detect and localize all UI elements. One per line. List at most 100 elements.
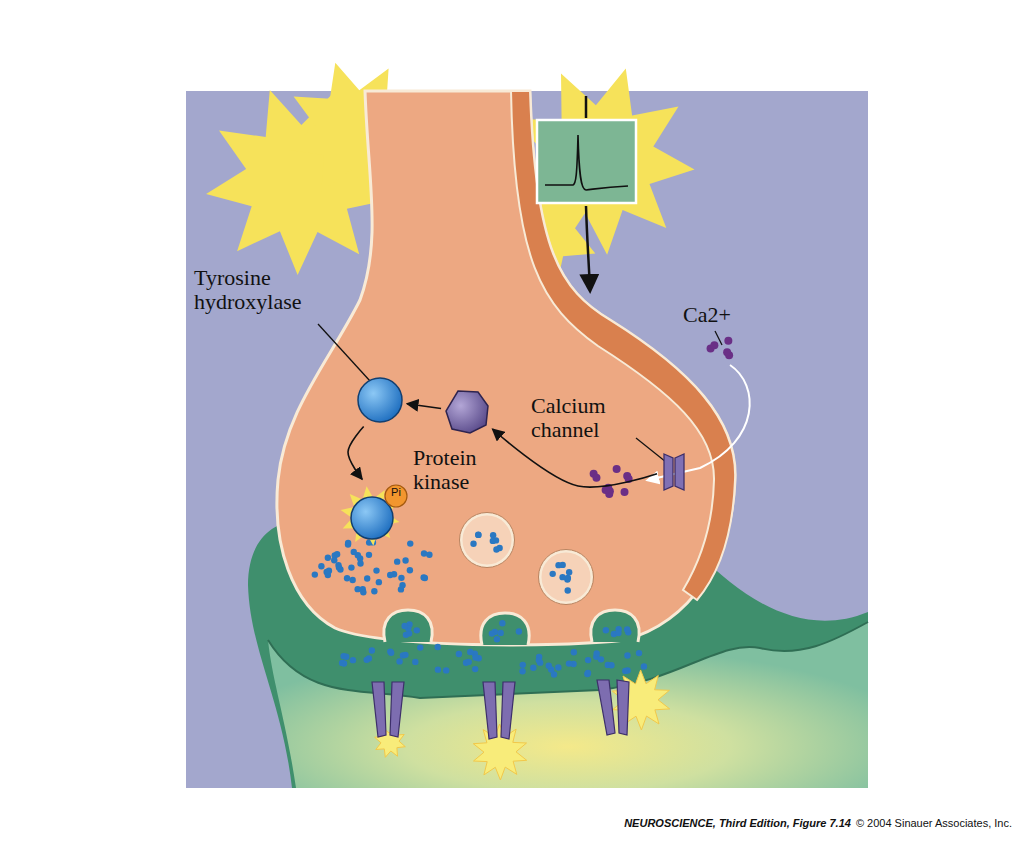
synaptic-vesicles bbox=[461, 514, 592, 603]
molecule-dot bbox=[585, 657, 591, 663]
molecule-dot bbox=[710, 341, 718, 349]
action-potential-inset bbox=[537, 120, 636, 203]
molecule-dot bbox=[344, 575, 350, 581]
molecule-dot bbox=[465, 659, 471, 665]
molecule-dot bbox=[417, 644, 423, 650]
molecule-dot bbox=[339, 660, 345, 666]
molecule-dot bbox=[489, 630, 495, 636]
leader-line bbox=[636, 438, 666, 462]
transmitter-molecules bbox=[312, 337, 733, 678]
molecule-dot bbox=[364, 575, 370, 581]
part-label: Protein kinase bbox=[413, 446, 508, 494]
molecule-dot bbox=[470, 541, 476, 547]
receptor-activation bbox=[375, 670, 670, 780]
release-sites bbox=[384, 610, 639, 645]
molecule-dot bbox=[456, 651, 462, 657]
molecule-dot bbox=[366, 552, 372, 558]
enzyme-sphere: Tyrosine hydroxylase bbox=[356, 376, 404, 424]
molecule-dot bbox=[613, 465, 621, 473]
molecule-dot bbox=[318, 563, 324, 569]
molecule-dot bbox=[565, 587, 571, 593]
presynaptic-terminal bbox=[277, 91, 735, 645]
pathway-arrow bbox=[348, 427, 364, 480]
activation-glow bbox=[473, 724, 526, 780]
molecule-dot bbox=[490, 538, 496, 544]
molecule-dot bbox=[546, 663, 552, 669]
molecule-dot bbox=[336, 564, 342, 570]
molecule-dot bbox=[624, 626, 630, 632]
molecule-dot bbox=[350, 657, 356, 663]
molecule-dot bbox=[312, 571, 318, 577]
part-label: Tyrosine hydroxylase bbox=[194, 266, 339, 314]
molecule-dot bbox=[622, 668, 628, 674]
molecule-dot bbox=[592, 474, 600, 482]
molecule-dot bbox=[394, 558, 400, 564]
molecule-dot bbox=[435, 644, 441, 650]
node-shape bbox=[356, 376, 404, 424]
molecule-dot bbox=[615, 630, 621, 636]
molecule-dot bbox=[387, 572, 393, 578]
molecule-dot bbox=[443, 667, 449, 673]
molecule-dot bbox=[388, 650, 394, 656]
molecule-dot bbox=[399, 582, 405, 588]
molecule-dot bbox=[636, 650, 642, 656]
molecule-dot bbox=[472, 654, 478, 660]
copyright-note: © 2004 Sinauer Associates, Inc. bbox=[856, 817, 1012, 829]
source-credit: NEUROSCIENCE, Third Edition, Figure 7.14 bbox=[624, 817, 851, 829]
molecule-dot bbox=[349, 577, 355, 583]
molecule-dot bbox=[340, 653, 346, 659]
molecule-dot bbox=[585, 670, 591, 676]
molecule-dot bbox=[490, 532, 496, 538]
molecule-dot bbox=[519, 668, 525, 674]
molecule-dot bbox=[331, 557, 337, 563]
molecule-dot bbox=[363, 657, 369, 663]
molecule-dot bbox=[475, 531, 481, 537]
action-potential-trace bbox=[545, 135, 628, 190]
molecule-dot bbox=[497, 630, 503, 636]
pathway-arrow bbox=[407, 404, 441, 409]
molecule-dot bbox=[376, 579, 382, 585]
molecule-dot bbox=[402, 652, 408, 658]
molecule-dot bbox=[608, 662, 614, 668]
molecule-dot bbox=[566, 660, 572, 666]
calcium-entry-arrow bbox=[648, 365, 750, 480]
molecule-dot bbox=[402, 557, 408, 563]
molecule-dot bbox=[603, 627, 609, 633]
molecule-dot bbox=[624, 652, 630, 658]
molecule-dot bbox=[724, 337, 732, 345]
molecule-dot bbox=[401, 623, 407, 629]
molecule-dot bbox=[426, 552, 432, 558]
molecule-dot bbox=[351, 549, 357, 555]
spacer bbox=[712, 352, 713, 356]
node-shape bbox=[444, 389, 490, 435]
phosphorylated-enzyme: Pi bbox=[348, 482, 410, 542]
molecule-dot bbox=[536, 657, 542, 663]
calcium-channel: Calcium channel bbox=[660, 450, 688, 492]
membrane-band bbox=[511, 91, 735, 600]
molecule-dot bbox=[593, 650, 599, 656]
molecule-dot bbox=[493, 546, 499, 552]
molecule-dot bbox=[398, 575, 404, 581]
molecule-dot bbox=[334, 551, 340, 557]
molecule-dot bbox=[520, 662, 526, 668]
ion-label: Ca2+ bbox=[683, 302, 731, 328]
molecule-dot bbox=[348, 564, 354, 570]
molecule-dot bbox=[494, 636, 500, 642]
molecule-dot bbox=[566, 569, 572, 575]
leader-line bbox=[318, 324, 370, 381]
molecule-dot bbox=[571, 649, 577, 655]
molecule-dot bbox=[475, 532, 481, 538]
molecule-dot bbox=[530, 665, 536, 671]
molecule-dot bbox=[422, 575, 428, 581]
molecule-dot bbox=[549, 571, 555, 577]
molecule-dot bbox=[360, 589, 366, 595]
molecule-dot bbox=[407, 540, 413, 546]
molecule-dot bbox=[602, 486, 610, 494]
molecule-dot bbox=[421, 550, 427, 556]
node-shape bbox=[660, 450, 688, 492]
postsynaptic-cell bbox=[268, 622, 868, 788]
molecule-dot bbox=[414, 627, 420, 633]
molecule-dot bbox=[584, 671, 590, 677]
molecule-dot bbox=[621, 488, 629, 496]
